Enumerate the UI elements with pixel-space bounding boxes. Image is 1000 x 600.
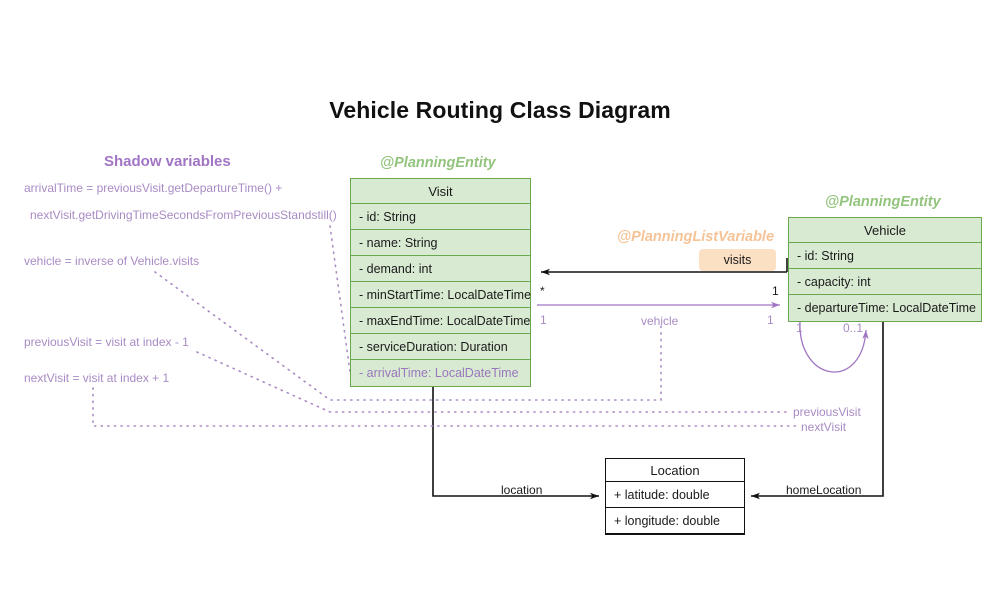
edge-label-home-location: homeLocation	[786, 483, 862, 497]
stereotype-visit: @PlanningEntity	[380, 155, 496, 171]
attribute-location-longitude: + longitude: double	[606, 508, 744, 534]
shadow-note-arrival-time-2: nextVisit.getDrivingTimeSecondsFromPrevi…	[30, 208, 337, 222]
multiplicity-vehicle-source: 1	[540, 313, 547, 327]
edge-label-previous-visit: previousVisit	[793, 405, 861, 419]
multiplicity-self-loop-left: 1	[796, 321, 803, 335]
attribute-vehicle-departure-time: - departureTime: LocalDateTime	[797, 301, 977, 315]
attribute-vehicle-id: - id: String	[789, 243, 981, 269]
attribute-location-latitude: + latitude: double	[606, 482, 744, 508]
class-box-visit[interactable]: Visit - id: String - name: String - dema…	[350, 178, 531, 387]
multiplicity-self-loop-right: 0..1	[843, 321, 864, 335]
edge-label-vehicle: vehicle	[641, 314, 679, 328]
multiplicity-visits-target: *	[540, 284, 545, 298]
attribute-visit-name: - name: String	[351, 230, 530, 256]
class-box-location[interactable]: Location + latitude: double + longitude:…	[605, 458, 745, 535]
page-title: Vehicle Routing Class Diagram	[329, 97, 671, 123]
attribute-visit-id: - id: String	[351, 204, 530, 230]
attribute-visit-service-duration: - serviceDuration: Duration	[351, 334, 530, 360]
badge-visits: visits	[699, 249, 776, 271]
class-name-vehicle: Vehicle	[789, 218, 981, 243]
stereotype-vehicle: @PlanningEntity	[825, 194, 941, 210]
multiplicity-visits-source: 1	[772, 284, 779, 298]
attribute-visit-min-start-time: - minStartTime: LocalDateTime	[351, 282, 531, 308]
class-box-vehicle[interactable]: Vehicle - id: String - capacity: int - d…	[788, 217, 982, 322]
attribute-vehicle-capacity: - capacity: int	[789, 269, 981, 295]
stereotype-planning-list-variable: @PlanningListVariable	[617, 229, 775, 245]
attribute-visit-max-end-time: - maxEndTime: LocalDateTime	[351, 308, 530, 334]
shadow-note-next-visit: nextVisit = visit at index + 1	[24, 371, 170, 385]
shadow-variables-title: Shadow variables	[104, 153, 231, 170]
shadow-note-arrival-time-1: arrivalTime = previousVisit.getDeparture…	[24, 181, 283, 195]
edge-location	[432, 386, 599, 500]
class-name-location: Location	[606, 459, 744, 482]
shadow-note-vehicle: vehicle = inverse of Vehicle.visits	[24, 254, 200, 268]
attribute-visit-demand: - demand: int	[351, 256, 530, 282]
multiplicity-vehicle-target: 1	[767, 313, 774, 327]
shadow-note-previous-visit: previousVisit = visit at index - 1	[24, 335, 189, 349]
edge-label-next-visit: nextVisit	[801, 420, 847, 434]
edge-label-location: location	[501, 483, 543, 497]
attribute-visit-arrival-time: - arrivalTime: LocalDateTime	[359, 366, 519, 380]
class-name-visit: Visit	[351, 179, 530, 204]
